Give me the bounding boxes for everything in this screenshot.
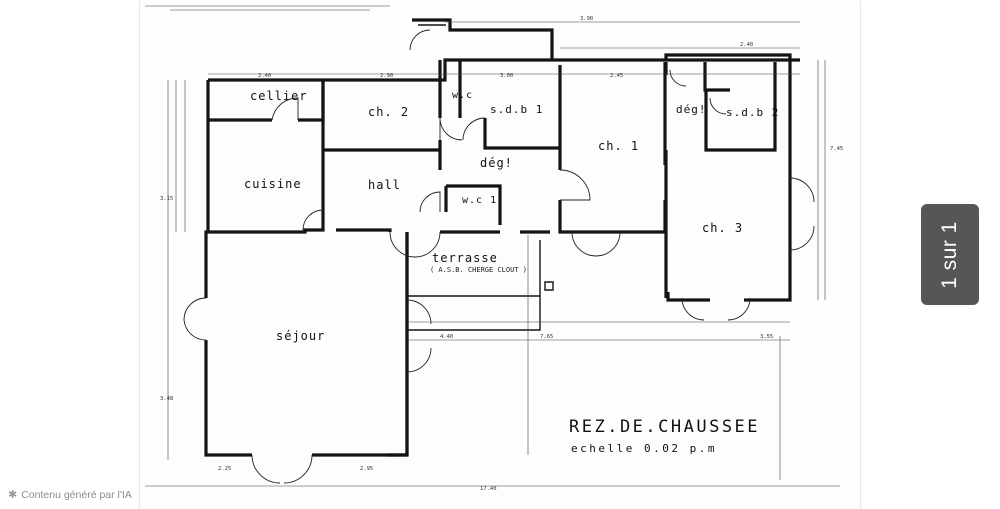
- room-label-wc: w.c: [452, 90, 473, 101]
- room-label-sdb2: s.d.b 2: [726, 106, 779, 119]
- floor-plan-page: 2.40 2.90 3.00 2.45 2.40 3.90 3.15 3.48 …: [140, 0, 860, 509]
- wall-kitchen-right: [208, 80, 442, 234]
- floor-plan-drawing: 2.40 2.90 3.00 2.45 2.40 3.90 3.15 3.48 …: [145, 5, 843, 492]
- room-label-ch3: ch. 3: [702, 221, 743, 235]
- wall-deg2-sdb2: [664, 62, 777, 152]
- plan-title: REZ.DE.CHAUSSEE: [569, 417, 760, 437]
- dimension-lines: [145, 21, 840, 487]
- room-label-deg2: dég!: [676, 103, 707, 116]
- scan-edge: [145, 5, 390, 11]
- room-label-cellier: cellier: [250, 89, 308, 103]
- svg-text:2.45: 2.45: [610, 73, 623, 79]
- sparkle-icon: ✱: [8, 489, 18, 501]
- svg-text:2.40: 2.40: [740, 42, 753, 48]
- svg-text:3.48: 3.48: [160, 396, 173, 402]
- terrace-outline: [407, 240, 554, 331]
- ai-generated-notice: ✱ Contenu généré par l'IA: [8, 488, 132, 502]
- wall-top-entry: [412, 18, 554, 60]
- svg-text:3.55: 3.55: [760, 334, 773, 340]
- wall-outer-right: [664, 53, 792, 302]
- ai-notice-text: Contenu généré par l'IA: [21, 488, 132, 501]
- room-label-sejour: séjour: [276, 329, 325, 343]
- wall-hall-bottom: [336, 228, 550, 234]
- room-label-ch1: ch. 1: [598, 139, 639, 153]
- room-label-hall: hall: [368, 178, 401, 192]
- wall-wc1: [444, 184, 502, 225]
- plan-scale: echelle 0.02 p.m: [571, 442, 717, 455]
- room-label-ch2: ch. 2: [368, 105, 409, 119]
- room-label-terrasse: terrasse: [432, 251, 498, 265]
- svg-text:7.45: 7.45: [830, 146, 843, 152]
- room-label-cuisine: cuisine: [244, 177, 302, 191]
- wall-sejour-right: [388, 232, 409, 457]
- room-label-sdb1: s.d.b 1: [490, 103, 543, 116]
- page-indicator-badge: 1 sur 1: [921, 204, 979, 305]
- svg-text:3.00: 3.00: [500, 73, 513, 79]
- svg-text:2.40: 2.40: [258, 73, 271, 79]
- wall-outer-top-left: [208, 58, 800, 82]
- svg-text:3.90: 3.90: [580, 16, 593, 22]
- svg-text:2.90: 2.90: [380, 73, 393, 79]
- room-label-deg1: dég!: [480, 156, 513, 170]
- door-swings: [183, 29, 815, 484]
- svg-text:7.65: 7.65: [540, 334, 553, 340]
- room-label-wc1: w.c 1: [462, 195, 497, 206]
- dimension-numerals: 2.40 2.90 3.00 2.45 2.40 3.90 3.15 3.48 …: [160, 16, 843, 492]
- svg-text:4.40: 4.40: [440, 334, 453, 340]
- svg-text:3.15: 3.15: [160, 196, 173, 202]
- svg-text:17.40: 17.40: [480, 486, 497, 492]
- wall-outer-left: [204, 80, 409, 457]
- svg-text:2.95: 2.95: [360, 466, 373, 472]
- room-note-terrasse: ( A.S.B. CHERGE CLOUT ): [430, 266, 527, 274]
- svg-text:2.25: 2.25: [218, 466, 231, 472]
- page-indicator-text: 1 sur 1: [938, 220, 962, 289]
- wall-sdb1: [458, 60, 562, 150]
